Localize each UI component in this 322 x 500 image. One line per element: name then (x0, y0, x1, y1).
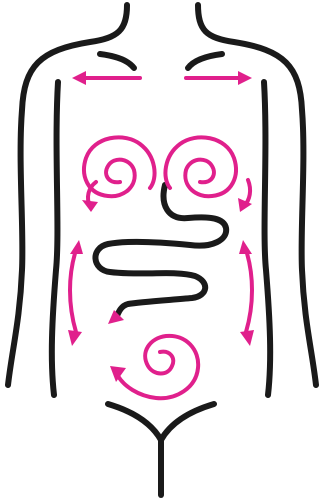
left-side-arrow-top-head (70, 240, 83, 254)
lower-spiral (118, 336, 198, 398)
pelvis-line (108, 404, 214, 440)
left-side-arrow-bottom-head (68, 330, 82, 346)
upper-right-spiral (165, 137, 236, 196)
upper-left-spiral (84, 137, 155, 196)
right-side-arrow-bottom-head (240, 330, 254, 346)
left-side-arrow (70, 250, 76, 332)
upper-right-arrow-head (238, 71, 252, 85)
left-collarbone (100, 54, 134, 68)
body-outline (8, 5, 316, 495)
right-side-arrow (246, 250, 252, 332)
intestine-path (95, 185, 226, 318)
right-collarbone (188, 54, 222, 68)
upper-left-arrow-head (72, 71, 86, 85)
right-inner-arm-line (264, 82, 270, 395)
left-inner-arm-line (52, 82, 58, 395)
right-side-arrow-top-head (239, 240, 252, 254)
upper-left-spiral-head (82, 200, 98, 212)
